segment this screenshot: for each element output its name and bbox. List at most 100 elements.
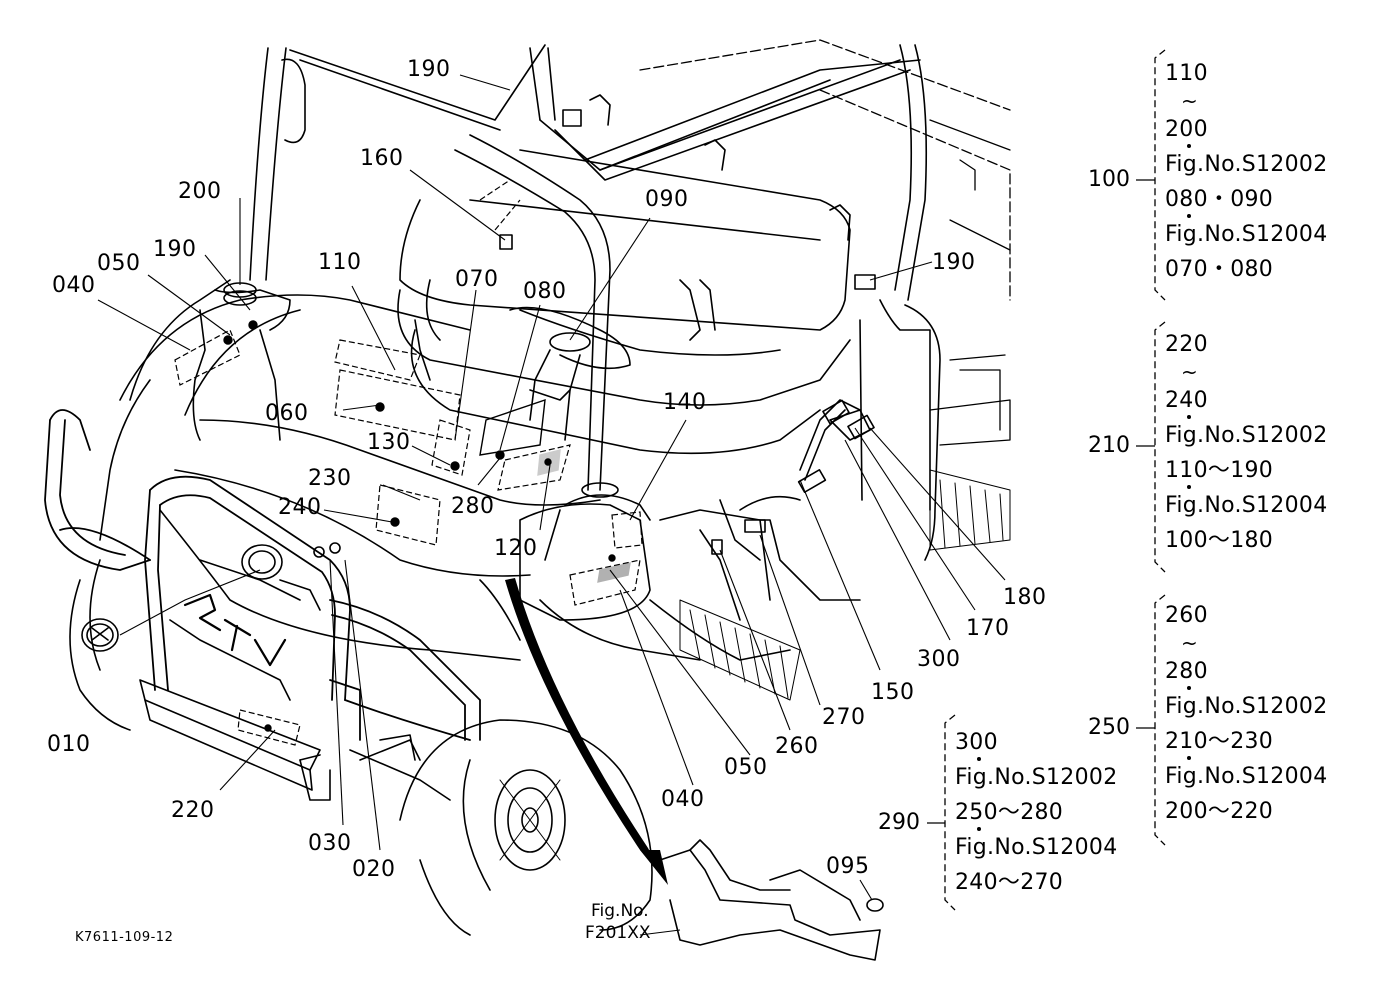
callout-190-left: 190 <box>153 237 197 262</box>
group-210-end: 240 <box>1165 388 1208 413</box>
group-ticks <box>927 179 1155 824</box>
group-100-start: 110 <box>1165 61 1208 86</box>
callout-020: 020 <box>352 857 396 882</box>
callout-160: 160 <box>360 146 404 171</box>
callout-060: 060 <box>265 401 309 426</box>
steering-column <box>509 306 631 441</box>
callout-150: 150 <box>871 680 915 705</box>
callout-090: 090 <box>645 187 689 212</box>
group-290-ref1: Fig.No.S12002 <box>955 765 1118 790</box>
callout-200: 200 <box>178 179 222 204</box>
group-290-item: 300 <box>955 730 998 755</box>
callout-190-right: 190 <box>932 250 976 275</box>
decal-160 <box>479 179 521 231</box>
group-210-wave: ~ <box>1181 360 1199 384</box>
callout-070: 070 <box>455 267 499 292</box>
decal-040-right <box>569 559 641 606</box>
callout-270: 270 <box>822 705 866 730</box>
decal-140 <box>611 511 643 549</box>
group-250-ref1-items: 210～230 <box>1165 729 1274 754</box>
emblem <box>81 618 119 652</box>
group-250-wave: ~ <box>1181 631 1199 655</box>
leader-lines <box>97 74 1006 936</box>
group-100-ref2: Fig.No.S12004 <box>1165 222 1328 247</box>
group-brackets <box>944 49 1166 911</box>
seat <box>397 94 851 455</box>
callout-050-right: 050 <box>724 755 768 780</box>
callout-180: 180 <box>1003 585 1047 610</box>
group-250-end: 280 <box>1165 659 1208 684</box>
callout-040-left: 040 <box>52 273 96 298</box>
group-290-key: 290 <box>878 810 920 835</box>
group-290-ref2: Fig.No.S12004 <box>955 835 1118 860</box>
right-cowl <box>544 482 651 561</box>
group-210-ref1-items: 110～190 <box>1165 458 1274 483</box>
decal-rear <box>497 444 571 491</box>
front-bumper <box>139 544 331 801</box>
callout-240: 240 <box>278 495 322 520</box>
group-100: 110 ~ 200 Fig.No.S12002 080・090 Fig.No.S… <box>1165 56 1328 287</box>
callout-220: 220 <box>171 798 215 823</box>
group-250-start: 260 <box>1165 603 1208 628</box>
frame <box>349 734 451 801</box>
group-100-end: 200 <box>1165 117 1208 142</box>
inset-part <box>659 839 884 961</box>
cargo-bed <box>639 39 1011 446</box>
rtv-lettering <box>183 593 287 667</box>
callout-110: 110 <box>318 250 362 275</box>
callout-040-right: 040 <box>661 787 705 812</box>
callout-190-top: 190 <box>407 57 451 82</box>
group-250-key: 250 <box>1088 715 1130 740</box>
right-wheel <box>399 719 653 936</box>
group-210-ref1: Fig.No.S12002 <box>1165 423 1328 448</box>
figure-ref-line1: Fig.No. <box>591 901 649 921</box>
group-100-ref1-items: 080・090 <box>1165 187 1274 212</box>
left-wheel <box>69 559 131 731</box>
callout-010: 010 <box>47 732 91 757</box>
group-250-ref2-items: 200～220 <box>1165 799 1274 824</box>
diagram-code: K7611-109-12 <box>75 930 174 945</box>
callout-050-left: 050 <box>97 251 141 276</box>
callout-080: 080 <box>523 279 567 304</box>
callout-170: 170 <box>966 616 1010 641</box>
group-100-ref1: Fig.No.S12002 <box>1165 152 1328 177</box>
group-250-ref1: Fig.No.S12002 <box>1165 694 1328 719</box>
group-100-wave: ~ <box>1181 89 1199 113</box>
figure-ref-line2: F201XX <box>585 923 651 943</box>
group-100-key: 100 <box>1088 167 1130 192</box>
group-210-key: 210 <box>1088 433 1130 458</box>
decal-220 <box>237 709 301 746</box>
callout-095: 095 <box>826 854 870 879</box>
callout-230: 230 <box>308 466 352 491</box>
fasteners <box>313 109 876 558</box>
group-250: 260 ~ 280 Fig.No.S12002 210～230 Fig.No.S… <box>1165 598 1328 829</box>
reference-arrow <box>505 578 668 885</box>
callout-260: 260 <box>775 734 819 759</box>
brush-guard <box>44 409 481 741</box>
group-250-ref2: Fig.No.S12004 <box>1165 764 1328 789</box>
callout-280: 280 <box>451 494 495 519</box>
decal-040-left <box>174 329 241 386</box>
left-fender <box>99 279 291 541</box>
group-100-ref2-items: 070・080 <box>1165 257 1274 282</box>
decal-230 <box>375 484 441 546</box>
decal-070 <box>479 398 546 456</box>
group-210-start: 220 <box>1165 332 1208 357</box>
callout-130: 130 <box>367 430 411 455</box>
floor-mat <box>679 469 1011 701</box>
callout-300: 300 <box>917 647 961 672</box>
rops-frame <box>249 44 941 561</box>
group-290: 300 Fig.No.S12002 250～280 Fig.No.S12004 … <box>955 725 1118 900</box>
group-290-ref2-items: 240～270 <box>955 870 1064 895</box>
decal-130 <box>431 419 471 476</box>
decal-110 <box>334 339 421 381</box>
shift-lever <box>719 399 875 561</box>
callout-140: 140 <box>663 390 707 415</box>
group-210: 220 ~ 240 Fig.No.S12002 110～190 Fig.No.S… <box>1165 327 1328 558</box>
hood <box>119 294 861 661</box>
group-210-ref2: Fig.No.S12004 <box>1165 493 1328 518</box>
group-210-ref2-items: 100～180 <box>1165 528 1274 553</box>
callout-030: 030 <box>308 831 352 856</box>
